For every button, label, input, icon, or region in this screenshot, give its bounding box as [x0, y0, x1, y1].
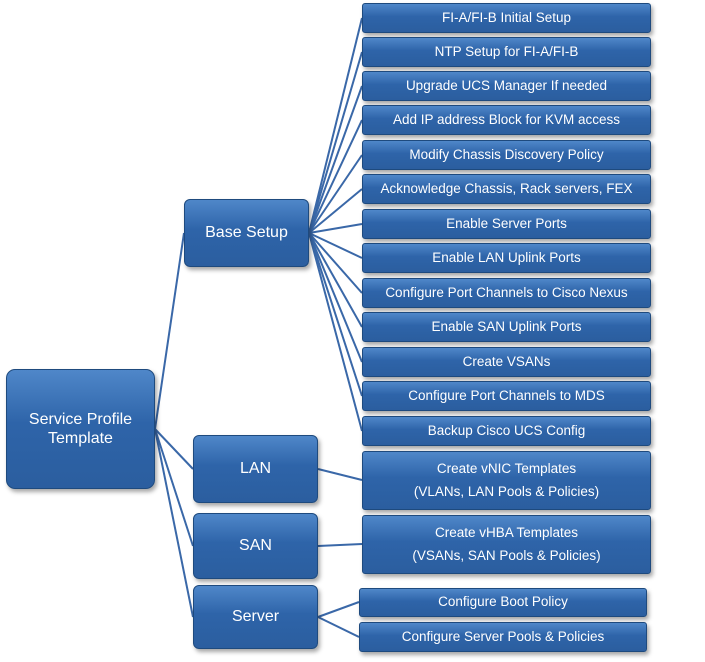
node-base-setup-item: Enable LAN Uplink Ports	[362, 243, 651, 273]
node-base-setup: Base Setup	[184, 199, 309, 267]
node-item-label: Enable SAN Uplink Ports	[431, 318, 582, 334]
node-root-line-2: Template	[48, 430, 113, 447]
node-base-setup-item: Configure Port Channels to MDS	[362, 381, 651, 411]
node-server-item: Configure Server Pools & Policies	[359, 622, 647, 652]
node-item-label: Configure Boot Policy	[438, 594, 568, 610]
connector-line	[308, 232, 363, 397]
connector-line	[317, 468, 363, 481]
node-base-setup-item: Configure Port Channels to Cisco Nexus	[362, 278, 651, 308]
node-base-setup-item: Enable Server Ports	[362, 209, 651, 239]
connector-line	[317, 601, 360, 618]
node-san: SAN	[193, 513, 318, 579]
node-lan-item: Create vNIC Templates (VLANs, LAN Pools …	[362, 451, 651, 510]
node-item-label: Configure Port Channels to Cisco Nexus	[385, 284, 628, 300]
connector-line	[308, 232, 363, 294]
node-base-setup-item: NTP Setup for FI-A/FI-B	[362, 37, 651, 67]
connector-line	[308, 188, 363, 234]
node-item-label: (VSANs, SAN Pools & Policies)	[412, 547, 601, 563]
node-san-item: Create vHBA Templates (VSANs, SAN Pools …	[362, 515, 651, 574]
node-base-setup-item: FI-A/FI-B Initial Setup	[362, 3, 651, 33]
connector-line	[308, 232, 363, 432]
node-item-label: (VLANs, LAN Pools & Policies)	[413, 483, 600, 499]
connector-line	[154, 428, 194, 618]
node-base-setup-item: Backup Cisco UCS Config	[362, 416, 651, 446]
connector-line	[154, 428, 194, 470]
connector-line	[308, 154, 363, 234]
node-item-label: Modify Chassis Discovery Policy	[409, 146, 604, 162]
connector-line	[308, 85, 363, 234]
node-service-profile-template: Service Profile Template	[6, 369, 155, 489]
node-base-setup-item: Upgrade UCS Manager If needed	[362, 71, 651, 101]
connector-line	[317, 543, 363, 547]
node-item-label: Backup Cisco UCS Config	[427, 422, 586, 438]
node-item-label: Configure Server Pools & Policies	[401, 628, 605, 644]
connector-line	[317, 616, 360, 638]
node-item-label: Configure Port Channels to MDS	[408, 387, 605, 403]
node-item-label: Create vHBA Templates	[434, 525, 579, 541]
node-item-label: NTP Setup for FI-A/FI-B	[434, 43, 579, 59]
node-item-label: Create vNIC Templates	[436, 461, 577, 477]
node-lan: LAN	[193, 435, 318, 503]
node-base-setup-label: Base Setup	[205, 224, 288, 242]
connector-line	[154, 428, 194, 547]
connector-line	[154, 232, 185, 430]
connector-line	[308, 17, 363, 234]
node-item-label: Upgrade UCS Manager If needed	[405, 77, 608, 93]
connector-line	[308, 119, 363, 234]
connector-line	[308, 232, 363, 363]
node-server-label: Server	[231, 608, 280, 626]
node-item-label: Create VSANs	[462, 353, 551, 369]
node-item-label: Enable Server Ports	[446, 215, 567, 231]
connector-line	[308, 51, 363, 234]
node-lan-label: LAN	[239, 460, 272, 478]
node-server: Server	[193, 585, 318, 649]
node-base-setup-item: Create VSANs	[362, 347, 651, 377]
node-base-setup-item: Acknowledge Chassis, Rack servers, FEX	[362, 174, 651, 204]
node-server-item: Configure Boot Policy	[359, 588, 647, 617]
node-item-label: FI-A/FI-B Initial Setup	[441, 9, 572, 25]
node-root-line-1: Service Profile	[28, 410, 133, 428]
node-base-setup-item: Modify Chassis Discovery Policy	[362, 140, 651, 170]
node-base-setup-item: Enable SAN Uplink Ports	[362, 312, 651, 342]
connector-line	[308, 232, 363, 259]
connector-line	[308, 232, 363, 328]
node-base-setup-item: Add IP address Block for KVM access	[362, 105, 651, 135]
connector-line	[308, 223, 363, 234]
node-item-label: Acknowledge Chassis, Rack servers, FEX	[380, 180, 633, 196]
node-san-label: SAN	[239, 537, 272, 555]
node-item-label: Add IP address Block for KVM access	[392, 111, 621, 127]
node-item-label: Enable LAN Uplink Ports	[432, 249, 581, 265]
